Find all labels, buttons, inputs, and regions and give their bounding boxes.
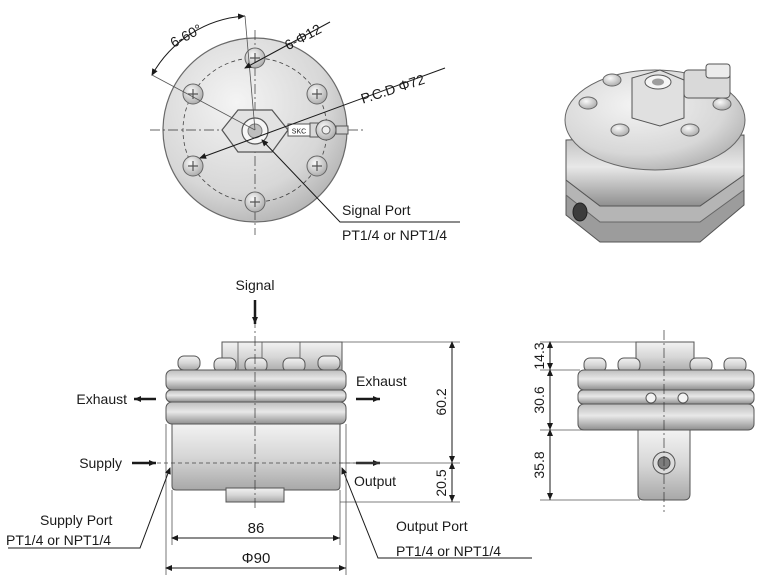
bolt-icon [578, 96, 598, 110]
side-port-hole-icon [645, 392, 657, 404]
side-dim-top: 14.3 [531, 342, 547, 369]
side-port-hole-icon [677, 392, 689, 404]
front-bolts [177, 355, 341, 373]
output-port-title: Output Port [396, 518, 468, 534]
isometric-view [564, 63, 746, 243]
bolt-icon [306, 155, 328, 177]
side-flange-upper [577, 369, 755, 391]
output-port-spec: PT1/4 or NPT1/4 [396, 543, 501, 559]
dim-height-upper: 60.2 [433, 388, 449, 415]
front-lower-body [171, 423, 341, 491]
signal-port-title: Signal Port [342, 202, 411, 218]
iso-port-bore-inner [652, 78, 664, 86]
side-dim-middle: 30.6 [531, 386, 547, 413]
bolt-icon [602, 73, 622, 87]
angle-extension-line [244, 15, 256, 131]
exhaust-left-label: Exhaust [76, 391, 127, 407]
exhaust-right-label: Exhaust [356, 373, 407, 389]
front-flange-middle [165, 389, 347, 403]
side-dim-bottom: 35.8 [531, 451, 547, 478]
dim-height-lower: 20.5 [433, 469, 449, 496]
supply-port-title: Supply Port [40, 512, 112, 528]
iso-gauge-cap [705, 63, 731, 79]
output-label: Output [354, 473, 396, 489]
angle-label: 6-60° [167, 21, 204, 51]
top-view: SKC 6-60° 6-Φ12 P.C.D Φ72 Signal Port PT… [150, 13, 460, 243]
front-flange-lower [165, 401, 347, 425]
gauge-center [321, 125, 331, 135]
holes-label: 6-Φ12 [282, 21, 324, 54]
bolt-icon [244, 191, 266, 213]
output-port-leader [341, 467, 532, 559]
bolt-icon [317, 355, 341, 371]
front-flange-upper [165, 369, 347, 391]
nameplate-text: SKC [292, 129, 306, 136]
side-bolts [583, 357, 747, 373]
side-flange-lower [577, 403, 755, 431]
iso-bolts [578, 73, 732, 137]
supply-port-spec: PT1/4 or NPT1/4 [6, 532, 111, 548]
gauge-fitting [335, 125, 349, 135]
bolt-icon [680, 123, 700, 137]
signal-port-spec: PT1/4 or NPT1/4 [342, 227, 447, 243]
signal-label: Signal [236, 277, 275, 293]
bolt-icon [177, 355, 201, 371]
supply-port-leader [8, 467, 171, 549]
side-top-block [635, 341, 695, 373]
signal-port-leader [261, 139, 460, 223]
pcd-label: P.C.D Φ72 [359, 71, 427, 107]
side-view: 14.3 30.6 35.8 [531, 330, 755, 512]
bolt-icon [182, 155, 204, 177]
bolt-icon [182, 83, 204, 105]
holes-leader [244, 21, 331, 69]
bolt-holes [182, 47, 328, 213]
bolt-icon [306, 83, 328, 105]
side-flange-middle [577, 389, 755, 405]
iso-port-icon [572, 202, 588, 222]
bolt-icon [712, 97, 732, 111]
angle-dimension-arc [151, 13, 246, 76]
dim-width-inner: 86 [248, 520, 265, 537]
dim-width-outer: Φ90 [242, 550, 271, 567]
angle-extension-line [151, 74, 256, 131]
pcd-leader [199, 67, 446, 159]
front-view: Signal Exhaust Exhaust Supply Output 60.… [6, 277, 532, 575]
supply-label: Supply [79, 455, 122, 471]
bolt-icon [610, 123, 630, 137]
